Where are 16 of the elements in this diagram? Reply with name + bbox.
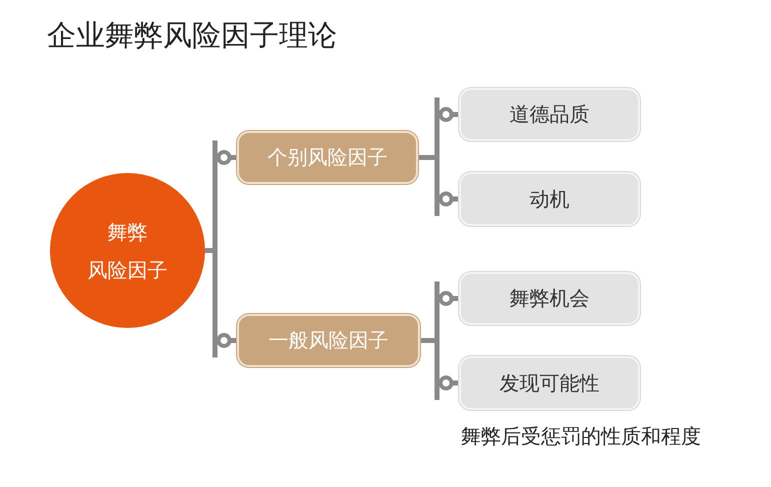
node-label: 个别风险因子 <box>268 144 388 171</box>
node-label: 发现可能性 <box>500 370 600 396</box>
node-label: 舞弊机会 <box>510 285 590 312</box>
title: 企业舞弊风险因子理论 <box>47 17 337 54</box>
node-label: 动机 <box>530 186 570 212</box>
category-box <box>237 314 420 367</box>
node-label: 舞弊 <box>108 218 148 246</box>
factor-box <box>459 88 640 141</box>
factor-box <box>459 272 640 325</box>
node-label: 风险因子 <box>88 256 168 284</box>
note-text: 舞弊后受惩罚的性质和程度 <box>461 423 701 450</box>
factor-box <box>459 356 640 410</box>
factor-box <box>459 172 640 226</box>
node-label: 一般风险因子 <box>268 327 388 354</box>
node-label: 道德品质 <box>510 101 590 128</box>
category-box <box>237 131 418 184</box>
